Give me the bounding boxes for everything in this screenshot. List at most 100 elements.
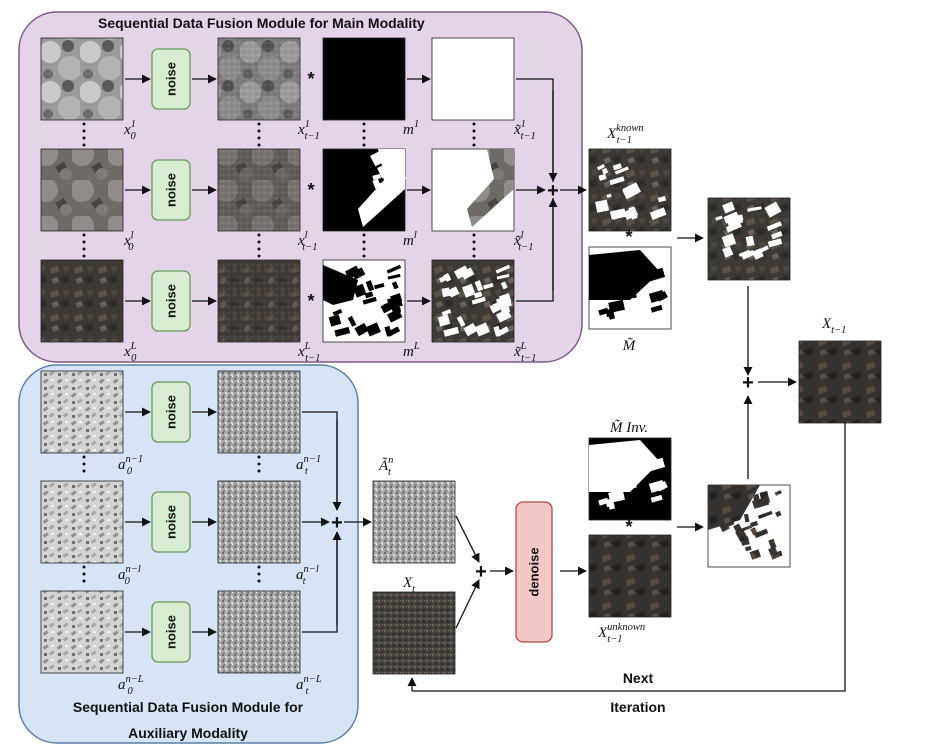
- mask-speckle: [386, 264, 402, 274]
- multiply-op: *: [625, 227, 632, 247]
- masked-holes: [500, 281, 508, 290]
- mask-tilde-speckle: [598, 269, 611, 282]
- iteration-label: Iteration: [610, 699, 665, 715]
- main-input-image-1: [40, 37, 124, 121]
- known-product-holes: [715, 215, 723, 221]
- mask-inv-speckle: [623, 459, 632, 466]
- vertical-dots: [362, 143, 366, 147]
- vertical-dots: [82, 122, 86, 126]
- sum-op-aux: +: [331, 512, 343, 534]
- known-product-holes: [752, 248, 764, 260]
- vertical-dots: [257, 136, 261, 140]
- unknown-product-regions: [749, 520, 759, 528]
- unknown-image: [588, 534, 672, 618]
- known-product-holes: [770, 231, 783, 240]
- unknown-product-regions: [736, 524, 753, 534]
- mask-speckle: [377, 165, 387, 179]
- vertical-dots: [257, 254, 261, 258]
- mask-inv-speckle: [598, 497, 609, 506]
- unknown-product-regions: [759, 490, 771, 505]
- vertical-dots: [472, 247, 476, 251]
- aux-noise-box-2-label: noise: [164, 505, 179, 539]
- mask-speckle: [374, 282, 385, 290]
- known-holes: [595, 199, 609, 213]
- vertical-dots: [362, 129, 366, 133]
- mask-speckle: [329, 273, 342, 283]
- known-product-holes: [723, 211, 740, 224]
- vertical-dots: [362, 233, 366, 237]
- mask-inv-speckle: [647, 457, 666, 472]
- vertical-dots: [82, 136, 86, 140]
- mask-speckle: [372, 178, 381, 189]
- vertical-dots: [82, 143, 86, 147]
- vertical-dots: [362, 240, 366, 244]
- aux-noisy-image-3: [217, 590, 301, 674]
- mask-tilde-speckle: [598, 307, 609, 316]
- known-holes: [622, 184, 639, 200]
- vertical-dots: [82, 462, 86, 466]
- masked-holes: [456, 315, 466, 327]
- vertical-dots: [257, 565, 261, 569]
- mask-tilde-speckle: [626, 271, 645, 286]
- mask-speckle: [347, 315, 357, 327]
- mask-inv-speckle: [656, 480, 668, 492]
- unknown-product-regions: [772, 550, 783, 558]
- arrow-to-sum: [455, 579, 480, 629]
- main-mask-label-1: m1: [403, 119, 419, 138]
- vertical-dots: [472, 254, 476, 258]
- vertical-dots: [82, 254, 86, 258]
- vertical-dots: [257, 572, 261, 576]
- unknown-product-regions: [757, 510, 773, 519]
- multiply-op: *: [625, 517, 632, 537]
- mask-speckle: [372, 173, 382, 181]
- vertical-dots: [257, 129, 261, 133]
- known-holes: [609, 208, 627, 220]
- masked-holes: [474, 280, 484, 292]
- known-product-holes: [721, 233, 737, 248]
- vertical-dots: [82, 247, 86, 251]
- a-tilde-image: [372, 480, 456, 564]
- mask-inv-speckle: [598, 459, 611, 472]
- known-product-holes: [766, 221, 783, 231]
- noise-overlay: [218, 149, 300, 231]
- mask-tilde-label: M̃: [622, 338, 637, 354]
- mask-tilde-speckle: [607, 311, 616, 320]
- mask-inv-label: M̃ Inv.: [609, 420, 648, 436]
- mask-speckle: [353, 283, 367, 298]
- vertical-dots: [82, 579, 86, 583]
- known-product-holes: [764, 201, 782, 218]
- mask-inv-speckle: [626, 461, 645, 476]
- known-holes: [657, 195, 667, 203]
- masked-holes: [496, 273, 510, 280]
- main-masked-image-1: [431, 37, 515, 121]
- mask-speckle: [364, 291, 374, 299]
- mask-inv-speckle: [650, 494, 663, 503]
- mask-tilde-speckle: [656, 290, 668, 302]
- masked-holes: [495, 326, 510, 337]
- main-noise-box-3-label: noise: [164, 284, 179, 318]
- mask-speckle: [396, 171, 406, 182]
- x-t-label: Xt: [402, 575, 416, 595]
- vertical-dots: [362, 254, 366, 258]
- vertical-dots: [82, 240, 86, 244]
- denoise-box: [515, 501, 553, 643]
- vertical-dots: [82, 469, 86, 473]
- vertical-dots: [472, 233, 476, 237]
- mask-speckle: [365, 322, 381, 337]
- mask-speckle: [391, 306, 402, 314]
- masked-holes: [441, 309, 452, 317]
- mask-speckle: [383, 151, 400, 165]
- next-label: Next: [623, 670, 654, 686]
- sum-op-main: +: [547, 180, 559, 202]
- masked-holes: [460, 267, 475, 280]
- mask-speckle: [391, 281, 399, 290]
